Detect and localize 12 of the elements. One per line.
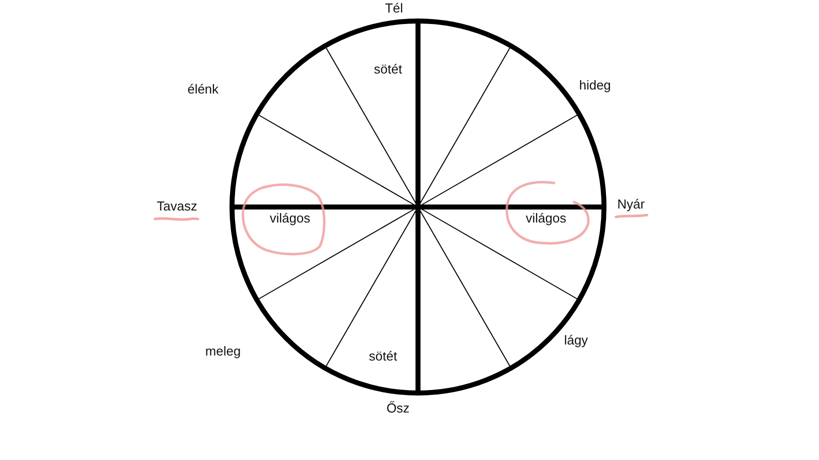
corner-label: élénk bbox=[187, 82, 219, 98]
corner-label: lágy bbox=[564, 334, 588, 348]
corner-label: meleg bbox=[205, 344, 241, 360]
axis-label: Tavasz bbox=[156, 200, 198, 214]
sector-label: világos bbox=[270, 212, 310, 226]
corner-label: hideg bbox=[579, 78, 611, 94]
sector-label: sötét bbox=[374, 62, 402, 78]
axis-label: Tél bbox=[384, 2, 404, 16]
axis-label: Ősz bbox=[386, 402, 410, 416]
sector-label: világos bbox=[526, 212, 566, 226]
axis-label: Nyár bbox=[617, 198, 645, 212]
sector-label: sötét bbox=[368, 350, 398, 364]
